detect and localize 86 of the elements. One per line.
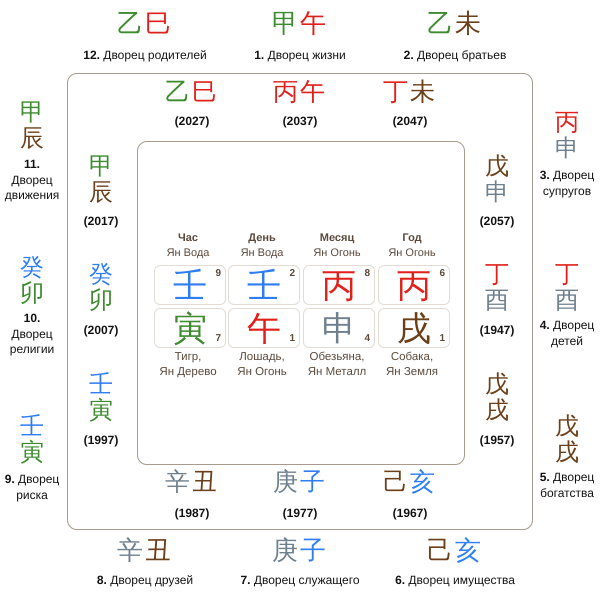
year-label: (2057) [480,213,514,230]
element-label: Ян Вода [166,246,210,261]
pillar-characters: 己亥 [383,470,437,495]
pillar-character: 戌 [397,310,431,348]
year-label: (2017) [84,213,118,230]
year-label: (1977) [282,505,318,522]
pillar-characters: 甲辰 [89,154,113,207]
pillar-characters: 乙巳 [165,80,219,105]
cell-number: 4 [364,334,370,344]
pillar-characters: 辛丑 [165,470,219,495]
palace-label: 8. Дворец друзей [96,572,194,589]
palace-label: 6. Дворец имущества [395,572,515,589]
column-header: Год [402,231,422,246]
cell-number: 1 [289,334,295,344]
pillar-characters: 戊戌 [485,372,509,425]
column-header: День [248,231,276,246]
pillar-cell [228,265,300,305]
pillar-character: 寅 [173,310,207,348]
pillar-characters: 庚子 [272,537,328,563]
year-label: (2007) [84,322,118,339]
animal-label: Собака, Ян Земля [386,350,438,380]
pillar-character: 壬 [173,267,207,305]
pillar-characters: 癸卯 [89,262,113,315]
palace-label: 12. Дворец родителей [83,47,207,64]
pillar-characters: 丁酉 [485,262,509,315]
palace-label: 7. Дворец служащего [240,572,360,589]
cell-number: 6 [439,269,445,279]
pillar-characters: 癸卯 [20,255,44,308]
palace-label: 3. Дворец супругов [538,168,596,200]
pillar-characters: 辛丑 [117,537,173,563]
pillar-character: 申 [322,310,356,348]
pillar-characters: 甲辰 [20,100,44,153]
pillar-characters: 己亥 [427,537,483,563]
year-label: (2027) [174,113,210,130]
pillar-character: 午 [247,310,281,348]
cell-number: 9 [215,269,221,279]
cell-number: 1 [439,334,445,344]
animal-label: Обезьяна, Ян Металл [308,350,366,380]
column-header: Месяц [320,231,354,246]
column-header: Час [178,231,198,246]
element-label: Ян Огонь [388,246,436,261]
palace-label: 11. Дворец движения [4,157,60,204]
palace-label: 1. Дворец жизни [254,47,346,64]
frame [67,73,533,530]
year-label: (1957) [480,432,514,449]
element-label: Ян Огонь [313,246,361,261]
palace-label: 5. Дворец богатства [538,470,596,502]
palace-label: 9. Дворец риска [4,472,60,504]
pillar-cell [378,265,450,305]
pillar-cell [228,308,300,348]
pillar-characters: 戊戌 [555,414,579,467]
element-label: Ян Вода [240,246,284,261]
pillar-characters: 甲午 [272,10,328,36]
pillar-characters: 戊申 [485,154,509,207]
year-label: (1997) [84,432,118,449]
cell-number: 7 [215,334,221,344]
pillar-cell [303,265,375,305]
year-label: (1947) [480,322,514,339]
frame [137,141,465,465]
animal-label: Лошадь, Ян Огонь [237,350,287,380]
pillar-characters: 庚子 [273,470,327,495]
cell-number: 2 [289,269,295,279]
pillar-characters: 壬寅 [89,372,113,425]
palace-label: 10. Дворец религии [8,311,56,358]
pillar-characters: 壬寅 [20,414,44,467]
pillar-characters: 乙巳 [117,10,173,36]
pillar-character: 壬 [247,267,281,305]
pillar-cell [154,265,226,305]
pillar-character: 丙 [322,267,356,305]
pillar-cell [154,308,226,348]
palace-label: 4. Дворец детей [538,318,596,350]
cell-number: 8 [364,269,370,279]
year-label: (1967) [392,505,428,522]
pillar-characters: 丁酉 [555,262,579,315]
pillar-characters: 乙未 [427,10,483,36]
year-label: (2037) [282,113,318,130]
pillar-cell [303,308,375,348]
year-label: (2047) [392,113,428,130]
pillar-cell [378,308,450,348]
year-label: (1987) [174,505,210,522]
palace-label: 2. Дворец братьев [404,47,506,64]
animal-label: Тигр, Ян Дерево [159,350,217,380]
pillar-characters: 丙午 [273,80,327,105]
pillar-characters: 丁未 [383,80,437,105]
pillar-character: 丙 [397,267,431,305]
pillar-characters: 丙申 [555,110,579,163]
